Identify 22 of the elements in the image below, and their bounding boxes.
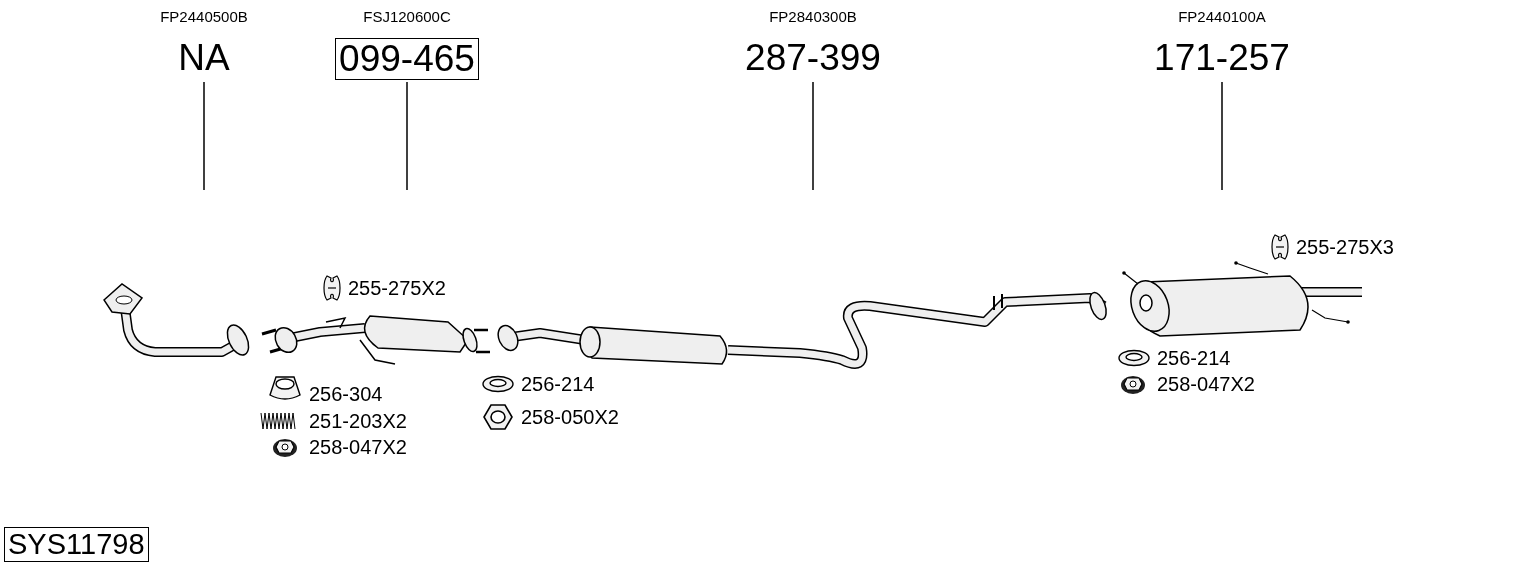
part-number: 099-465 [335, 38, 479, 80]
accessory-part-number: 256-214 [521, 372, 595, 396]
leader-line [203, 81, 205, 191]
part-number: 287-399 [744, 38, 882, 78]
reference-code: FP2440500B [160, 7, 248, 27]
leader-line [812, 81, 814, 191]
part-number: 171-257 [1153, 38, 1291, 78]
accessory-part-number: 255-275X2 [348, 276, 446, 300]
accessory-part-number: 258-050X2 [521, 405, 619, 429]
leader-line [1221, 81, 1223, 191]
reference-code: FP2840300B [769, 7, 857, 27]
accessory-part-number: 255-275X3 [1296, 235, 1394, 259]
system-code-box: SYS11798 [4, 527, 149, 562]
accessory-part-number: 258-047X2 [1157, 372, 1255, 396]
accessory-part-number: 258-047X2 [309, 435, 407, 459]
reference-code: FSJ120600C [363, 7, 451, 27]
accessory-part-number: 256-214 [1157, 346, 1231, 370]
leader-line [406, 81, 408, 191]
accessory-part-number: 251-203X2 [309, 409, 407, 433]
reference-code: FP2440100A [1178, 7, 1266, 27]
part-number: NA [177, 38, 231, 78]
accessory-part-number: 256-304 [309, 382, 383, 406]
